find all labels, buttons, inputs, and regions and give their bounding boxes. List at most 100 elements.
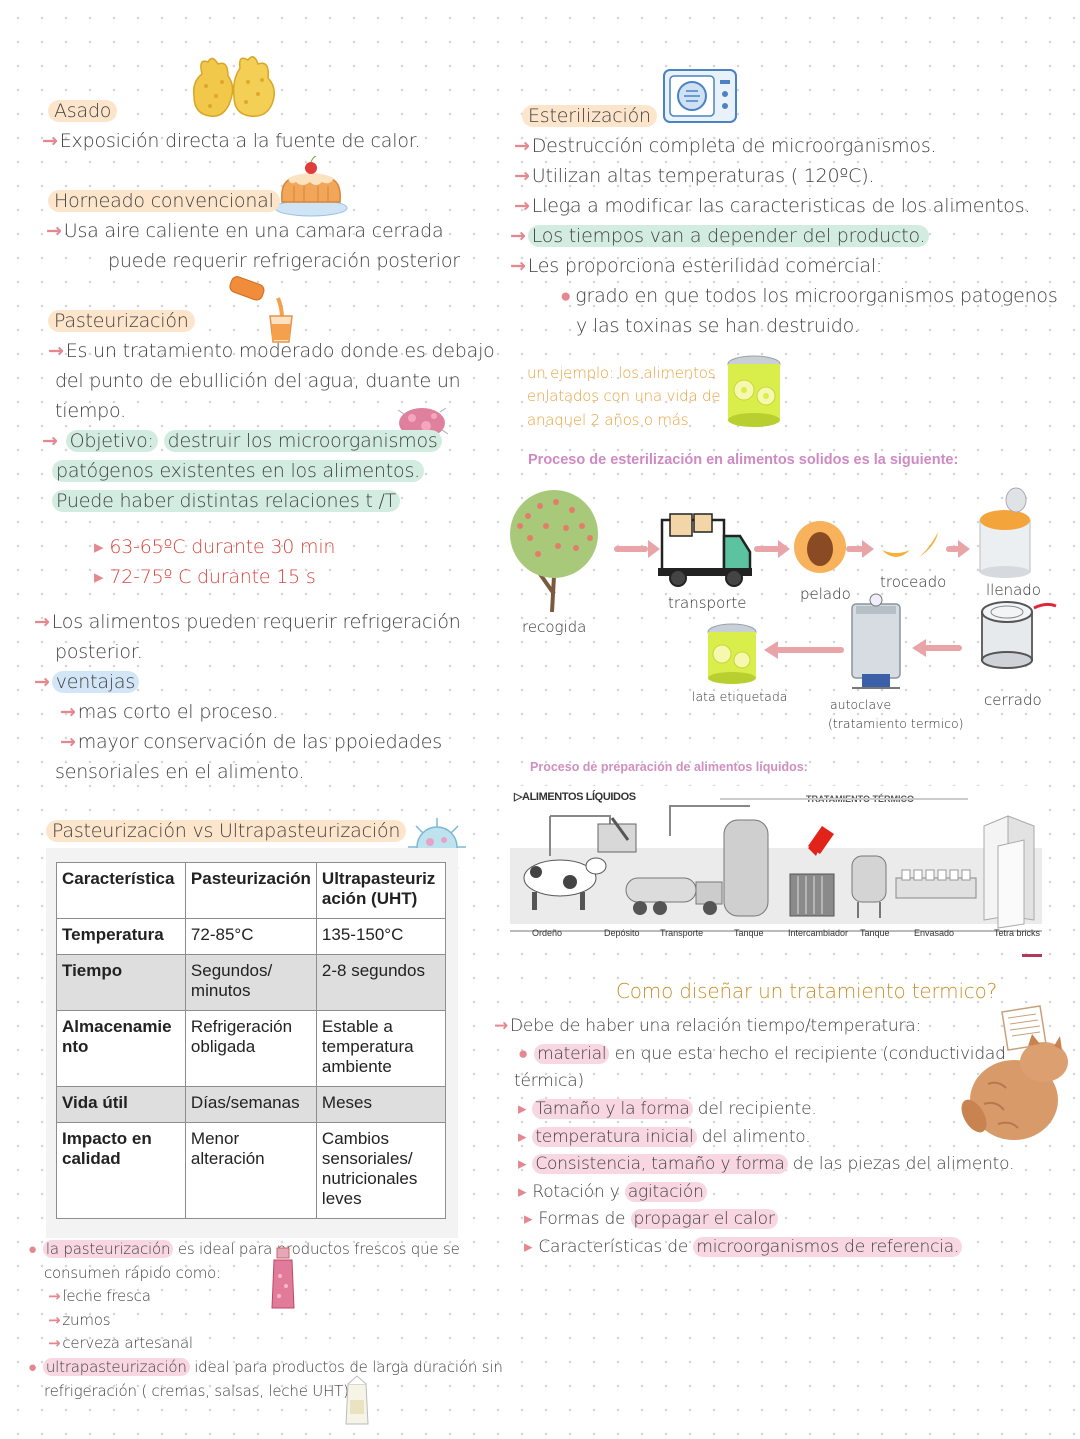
comparison-table-panel: Característica Pasteurización Ultrapaste… [46,848,458,1238]
cat-reading-illustration [961,1005,1068,1140]
peach-slices-icon [882,532,938,558]
esterilizacion-title: Esterilización [522,101,657,131]
filled-can-icon [979,487,1031,578]
est-line1: →Destrucción completa de microorganismos… [514,135,937,157]
table-cell: Almacenamie nto [56,1010,186,1087]
refrig-line1: →Los alimentos pueden requerir refrigera… [34,611,461,633]
step-troceado: troceado [880,573,947,591]
step-autoclave-note: (tratamiento termico) [828,716,964,731]
table-cell: Impacto en calidad [56,1122,186,1219]
pasteurizacion-title: Pasteurización [48,306,195,336]
table-cell: Cambios sensoriales/ nutricionales leves [315,1122,447,1219]
step-autoclave: autoclave [830,697,892,712]
design-item-6: ▸Formas de propagar el calor [524,1206,778,1233]
stage-label: Transporte [660,928,704,938]
fried-food-illustration [192,56,275,117]
refrig-line2: posterior. [55,641,143,663]
table-cell: Tiempo [56,954,186,1011]
est-line2: →Utilizan altas temperaturas ( 120ºC). [514,165,875,187]
example-line1: un ejemplo: los alimentos [527,364,716,382]
horneado-title: Horneado convencional [48,186,280,216]
stage-label: Envasado [914,928,955,938]
stage-label: Tanque [860,928,890,938]
temp-range-2: ▸72-75º C durante 15 s [94,566,316,588]
past-line1: →Es un tratamiento moderado donde es deb… [48,340,495,362]
step-llenado: llenado [986,581,1041,599]
horneado-line2: puede requerir refrigeración posterior [108,250,460,272]
asado-desc: →Exposición directa a la fuente de calor… [42,130,421,152]
autoclave-machine-icon [851,593,901,689]
autoclave-icon [663,69,737,123]
est-line5: →Les proporciona esterilidad comercial: [510,255,883,277]
temp-range-1: ▸63-65ºC durante 30 min [94,536,336,558]
ventaja-2: →mayor conservación de las ppoiedades [60,731,442,753]
step-transporte: transporte [668,594,747,612]
note-pasteurizacion: ●la pasteurización es ideal para product… [28,1240,460,1258]
table-header: Característica [56,862,186,919]
table-cell: Estable a temperatura ambiente [315,1010,447,1087]
step-recogida: recogida [522,618,587,636]
design-item-7: ▸Características de microorganismos de r… [524,1234,963,1261]
liquid-header-left: ▷ALIMENTOS LÍQUIDOS [514,791,636,803]
table-header: Pasteurización [184,862,317,919]
peach-icon [794,521,846,573]
table-cell: 72-85°C [184,918,317,955]
comparison-table: Característica Pasteurización Ultrapaste… [56,862,447,1219]
design-item-3: ▸temperatura inicial del alimento. [518,1127,811,1147]
tetra-brick-icon [983,815,1035,929]
canned-food-icon [727,355,781,427]
tank-2-icon [851,855,887,918]
table-cell: Días/semanas [184,1086,317,1123]
solid-process-diagram [510,487,1057,689]
liquid-process-illustration [510,798,1042,932]
est-line7: y las toxinas se han destruido. [576,315,860,337]
divider-mark [1022,954,1042,957]
note-item: →leche fresca [48,1287,151,1305]
table-header-row: Característica Pasteurización Ultrapaste… [56,862,447,919]
past-line2: del punto de ebullición del agua, duante… [55,370,461,392]
step-cerrado: cerrado [984,691,1042,709]
liquid-stage-labels: Ordeño Depósito Transporte Tanque Interc… [510,928,1042,946]
truck-icon [658,513,752,587]
note-ultrapasteurizacion-line2: refrigeración ( cremas, salsas, leche UH… [44,1382,349,1400]
design-item-4: ▸Consistencia, tamaño y forma de las pie… [518,1154,1015,1174]
est-line4: →Los tiempos van a depender del producto… [510,221,930,251]
tanker-truck-icon [625,877,723,915]
note-item: →zumos [48,1311,111,1329]
note-ultrapasteurizacion: ●ultrapasteurización ideal para producto… [28,1358,503,1376]
step-pelado: pelado [800,585,851,603]
table-row: Temperatura 72-85°C 135-150°C [56,918,447,955]
ventaja-1: →mas corto el proceso. [60,701,279,723]
liquid-process-title: Proceso de preparación de alimentos liqu… [530,760,808,774]
design-item-5: ▸Rotación y agitación [518,1179,707,1206]
juice-bottle-icon [271,1247,295,1309]
past-line3: tiempo. [55,400,126,422]
objetivo-line3: Puede haber distintas relaciones t /T [52,486,401,516]
design-item-1: ●material en que esta hecho el recipient… [518,1044,1006,1064]
liquid-process-panel: ▷ALIMENTOS LÍQUIDOS TRATAMIENTO TÉRMICO … [510,786,1042,946]
table-cell: Vida útil [56,1086,186,1123]
labeled-can-icon [707,623,757,684]
deposit-icon [597,817,637,853]
table-cell: Temperatura [56,918,186,955]
stage-label: Tetra bricks [994,928,1041,938]
objetivo-line1: → Objetivo: destruir los microorganismos [42,426,442,456]
comparison-title: Pasteurización vs Ultrapasteurización [46,816,407,846]
table-cell: Meses [315,1086,447,1123]
cake-illustration [274,156,348,217]
table-cell: Menor alteración [184,1122,317,1219]
step-lata-etiquetada: lata etiquetada [692,689,788,704]
table-row: Vida útil Días/semanas Meses [56,1086,447,1123]
stage-label: Tanque [734,928,764,938]
ventaja-3: sensoriales en el alimento. [55,761,305,783]
objetivo-line2: patógenos existentes en los alimentos. [52,456,424,486]
horneado-line1: →Usa aire caliente en una camara cerrada [46,220,444,242]
design-item-2: ▸Tamaño y la forma del recipiente. [518,1099,817,1119]
heat-exchanger-icon [789,873,835,917]
table-cell: 135-150°C [315,918,447,955]
ventajas-label: →ventajas [34,667,140,697]
packaging-icon [895,869,977,899]
example-line2: enlatados con una vida de [527,387,721,405]
asado-title: Asado [48,96,118,126]
stage-label: Intercambiador [788,928,849,938]
